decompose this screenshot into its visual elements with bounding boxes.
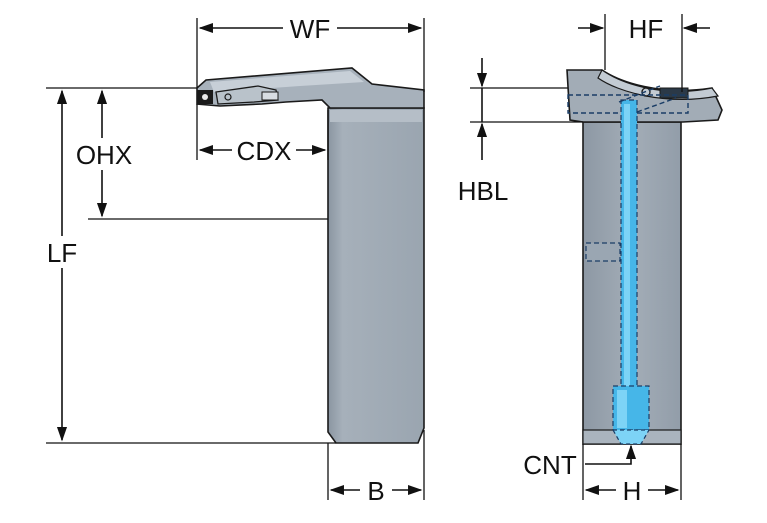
front-view bbox=[566, 69, 723, 445]
coolant-bottom-port-highlight bbox=[617, 390, 627, 428]
side-view-clamp-screw bbox=[224, 93, 232, 101]
front-view-clamp-screw bbox=[641, 87, 651, 97]
side-view-shank-top bbox=[330, 110, 422, 122]
front-view-coolant-outlet bbox=[659, 87, 689, 99]
cnt-leader bbox=[585, 444, 637, 465]
cnt-label: CNT bbox=[523, 450, 577, 480]
coolant-side-port bbox=[585, 242, 621, 262]
front-view-dimensions: HF HBL CNT H bbox=[458, 14, 710, 506]
side-view-coolant-nozzle bbox=[261, 91, 279, 101]
coolant-channel-top bbox=[567, 94, 689, 114]
coolant-channel-highlight bbox=[624, 104, 630, 388]
side-view-dimensions: WF OHX LF CDX B bbox=[40, 12, 425, 506]
coolant-exit-cone bbox=[611, 429, 651, 445]
cdx-label: CDX bbox=[237, 136, 292, 166]
wf-label: WF bbox=[290, 14, 330, 44]
side-view-insert-hole bbox=[202, 94, 208, 100]
ohx-label: OHX bbox=[76, 140, 132, 170]
lf-label: LF bbox=[47, 238, 77, 268]
h-label: H bbox=[623, 476, 642, 506]
coolant-channel-angled bbox=[618, 85, 677, 113]
hf-label: HF bbox=[629, 14, 664, 44]
hbl-label: HBL bbox=[458, 176, 509, 206]
side-view-shank bbox=[327, 107, 425, 444]
side-view bbox=[196, 67, 425, 444]
b-label: B bbox=[367, 476, 384, 506]
